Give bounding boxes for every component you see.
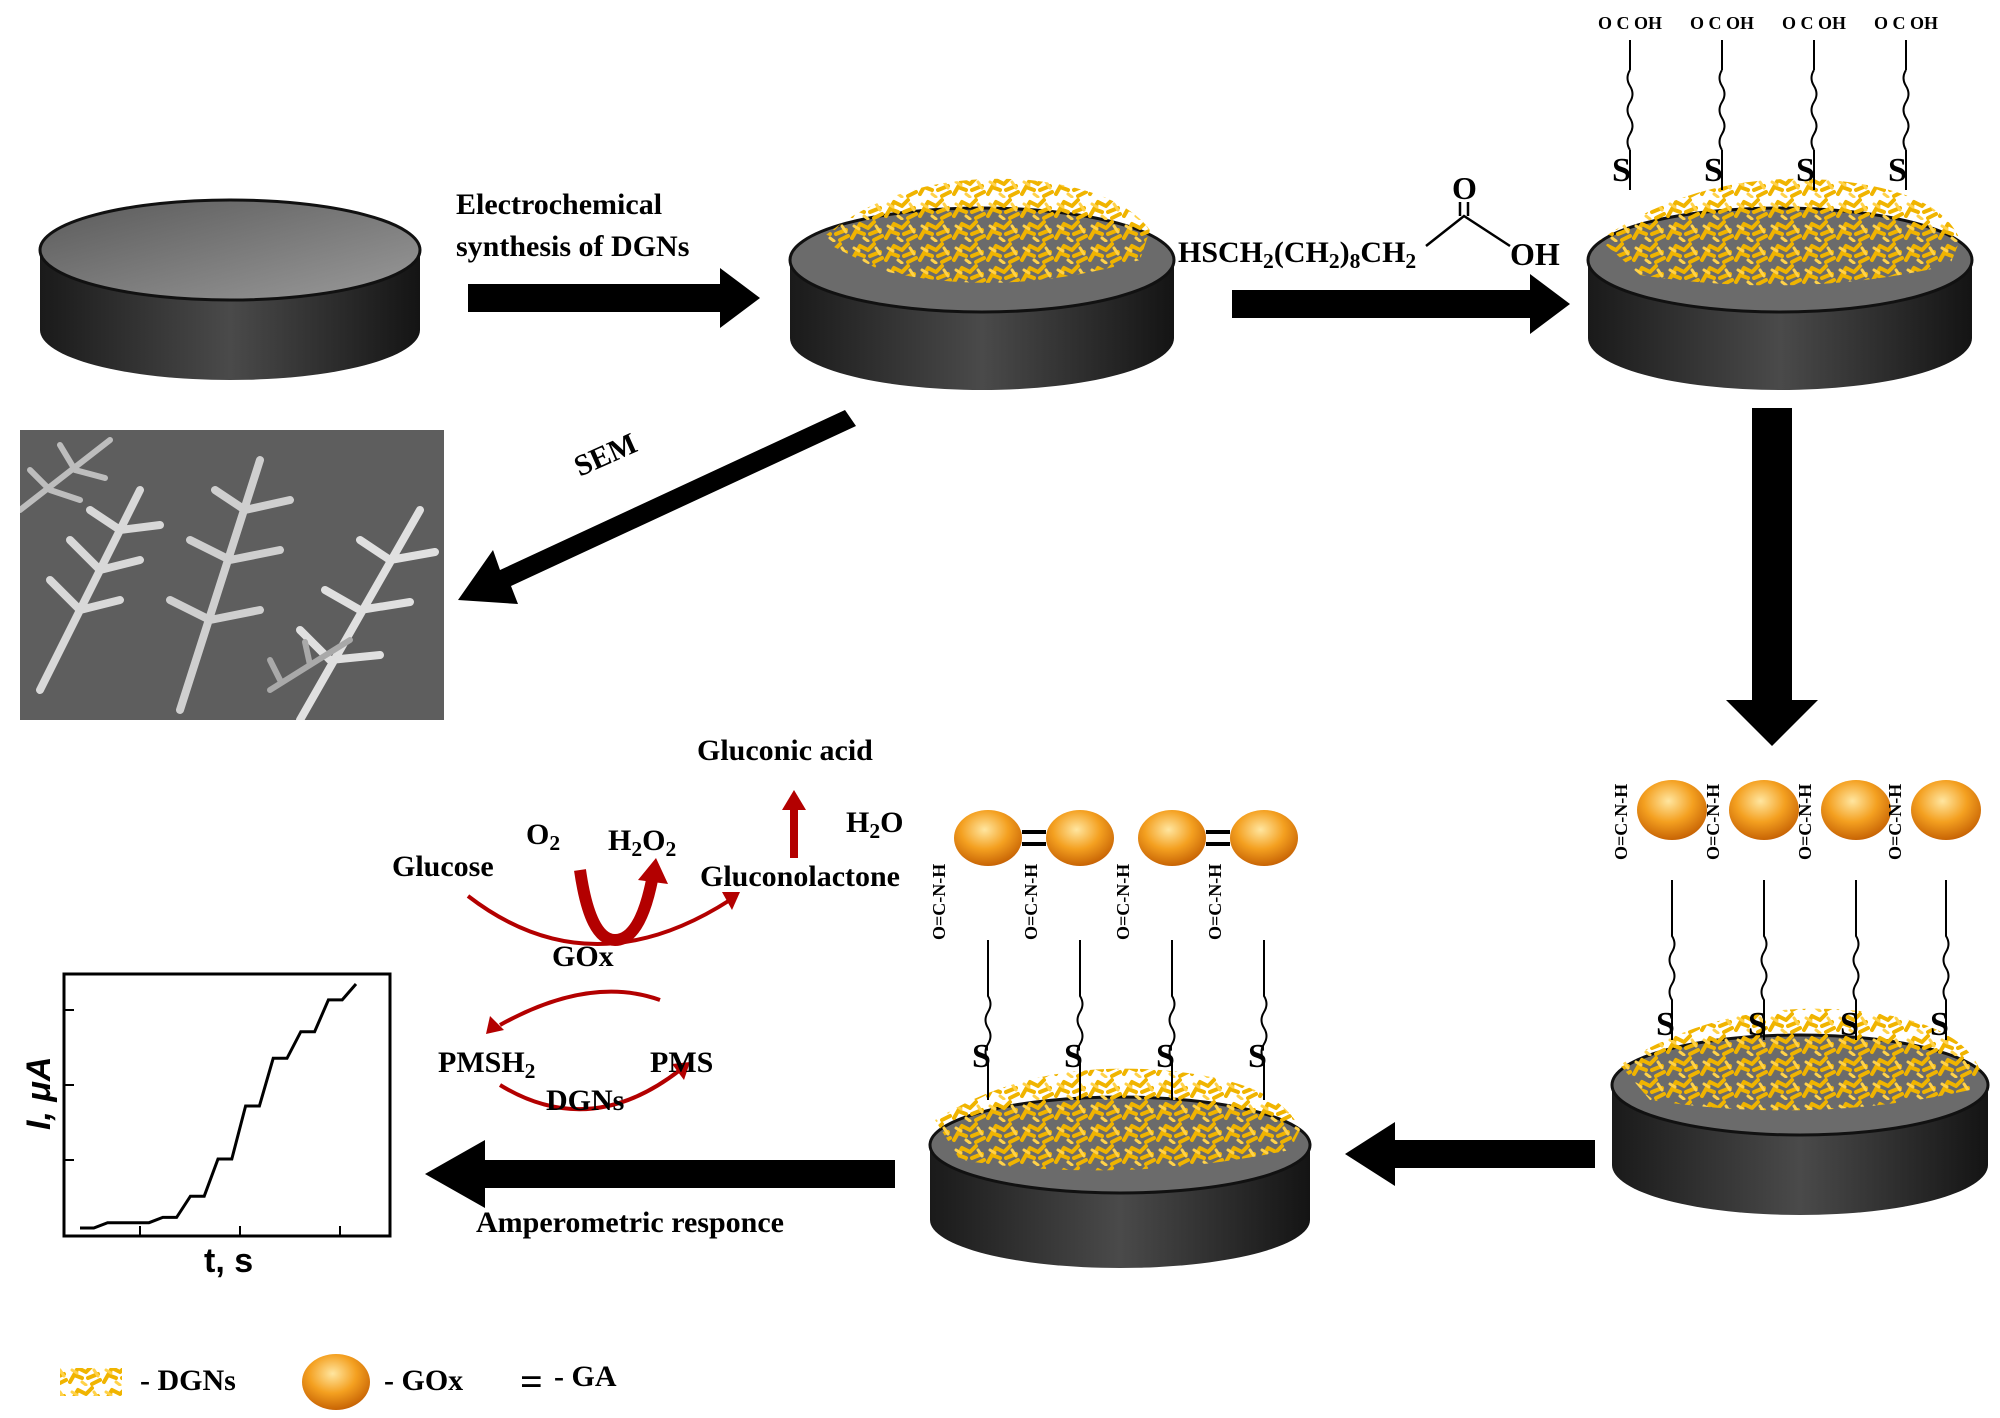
sam-cooh-3: O C OH bbox=[1782, 13, 1847, 33]
glucose-label: Glucose bbox=[392, 850, 494, 883]
legend-ga-label: - GA bbox=[554, 1360, 617, 1393]
gox-chains bbox=[1668, 880, 1950, 1040]
reagent-formula: HSCH2(CH2)8CH2 bbox=[1178, 236, 1417, 274]
gox-sulfur-3: S bbox=[1840, 1006, 1859, 1043]
gox-amide-2: O=C-N-H bbox=[1703, 783, 1723, 860]
sam-electrode bbox=[1586, 178, 1974, 390]
sam-sulfur-3: S bbox=[1796, 152, 1815, 189]
crosslinked-chains bbox=[984, 940, 1268, 1100]
step1-label-line1: Electrochemical bbox=[456, 188, 663, 221]
gox-enzymes-right bbox=[1637, 780, 1981, 840]
sam-cooh-2: O C OH bbox=[1690, 13, 1755, 33]
gluconolactone-label: Gluconolactone bbox=[700, 860, 900, 893]
reagent-oh: OH bbox=[1510, 236, 1560, 272]
plot-ticks bbox=[64, 1009, 341, 1236]
bare-electrode bbox=[38, 198, 422, 380]
reagent-carbonyl-o: O bbox=[1452, 170, 1477, 206]
crosslinked-sulfur-4: S bbox=[1248, 1038, 1267, 1075]
arrow-step2 bbox=[1232, 274, 1570, 334]
sam-sulfur-1: S bbox=[1612, 152, 1631, 189]
current-trace bbox=[80, 983, 358, 1230]
sam-sulfur-2: S bbox=[1704, 152, 1723, 189]
peroxide-label: H2O2 bbox=[608, 824, 677, 862]
water-label: H2O bbox=[846, 806, 904, 844]
gox-enzymes-crosslinked bbox=[954, 810, 1298, 866]
crosslinked-amide-4: O=C-N-H bbox=[1205, 863, 1225, 940]
sam-cooh-4: O C OH bbox=[1874, 13, 1939, 33]
sem-image bbox=[20, 430, 444, 720]
arrow-step3 bbox=[1726, 408, 1818, 746]
sam-cooh-1: O C OH bbox=[1598, 13, 1663, 33]
crosslinked-sulfur-2: S bbox=[1064, 1038, 1083, 1075]
gox-sulfur-4: S bbox=[1930, 1006, 1949, 1043]
plot-y-label: I, μA bbox=[20, 1056, 58, 1130]
sam-sulfur-4: S bbox=[1888, 152, 1907, 189]
legend-dgns-label: - DGNs bbox=[140, 1364, 236, 1397]
gox-electrode bbox=[1610, 1008, 1990, 1215]
legend-gox-symbol bbox=[302, 1354, 370, 1410]
pmsh2-label: PMSH2 bbox=[438, 1046, 536, 1084]
sam-chains bbox=[1626, 40, 1910, 190]
arrow-sem bbox=[458, 410, 856, 604]
legend-ga-symbol: = bbox=[520, 1359, 543, 1404]
crosslinked-amide-1: O=C-N-H bbox=[929, 863, 949, 940]
crosslinked-amide-3: O=C-N-H bbox=[1113, 863, 1133, 940]
arrow-step5 bbox=[425, 1140, 895, 1208]
legend-gox-label: - GOx bbox=[384, 1364, 464, 1397]
oxygen-label: O2 bbox=[526, 818, 561, 856]
arrow-step1 bbox=[468, 268, 760, 328]
arrow-step4 bbox=[1345, 1122, 1595, 1186]
gox-sulfur-1: S bbox=[1656, 1006, 1675, 1043]
reagent-bonds bbox=[1425, 202, 1511, 248]
step5-label: Amperometric responce bbox=[476, 1206, 784, 1239]
crosslinked-electrode bbox=[928, 1068, 1312, 1268]
crosslinked-amide-2: O=C-N-H bbox=[1021, 863, 1041, 940]
dgn-electrode bbox=[788, 178, 1176, 390]
gox-amide-1: O=C-N-H bbox=[1611, 783, 1631, 860]
gox-enzyme-label: GOx bbox=[552, 940, 614, 973]
pms-label: PMS bbox=[650, 1046, 714, 1079]
step1-label-line2: synthesis of DGNs bbox=[456, 230, 690, 263]
gox-amide-4: O=C-N-H bbox=[1885, 783, 1905, 860]
legend-dgn-symbol bbox=[60, 1368, 122, 1396]
crosslinked-sulfur-1: S bbox=[972, 1038, 991, 1075]
gluconic-acid-label: Gluconic acid bbox=[697, 734, 873, 767]
plot-x-label: t, s bbox=[204, 1242, 254, 1280]
dgns-catalyst-label: DGNs bbox=[546, 1084, 625, 1117]
gox-amide-3: O=C-N-H bbox=[1795, 783, 1815, 860]
reaction-arrows bbox=[466, 790, 806, 1112]
crosslinked-sulfur-3: S bbox=[1156, 1038, 1175, 1075]
amperometric-plot bbox=[62, 972, 392, 1238]
plot-frame bbox=[62, 972, 392, 1238]
gox-sulfur-2: S bbox=[1748, 1006, 1767, 1043]
